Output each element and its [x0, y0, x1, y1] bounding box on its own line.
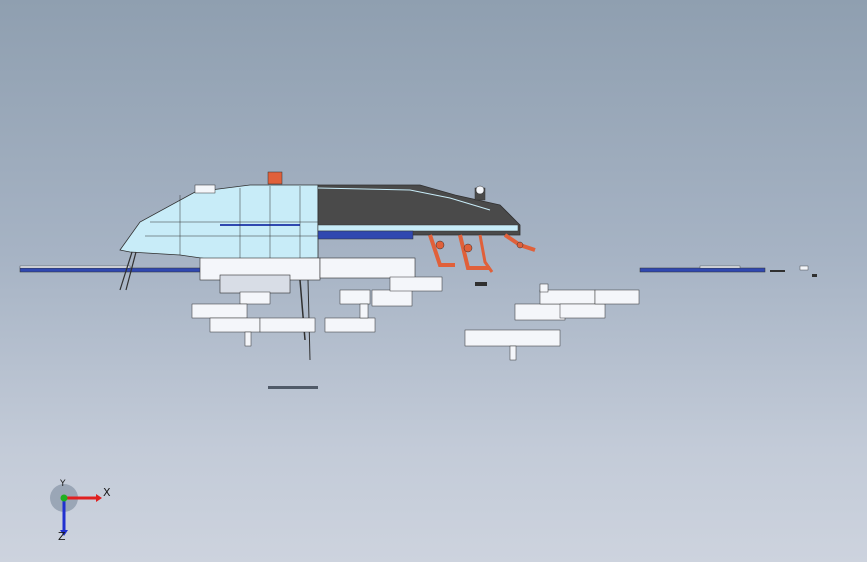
support-leg — [119, 251, 137, 291]
left-rail — [19, 265, 216, 273]
y-axis-label: Y — [60, 479, 66, 489]
cabin-body — [119, 171, 521, 261]
coordinate-triad — [50, 484, 102, 536]
z-axis-label: Z — [58, 530, 66, 543]
x-axis-label: X — [103, 486, 111, 499]
y-axis-icon — [60, 494, 68, 502]
undercarriage — [199, 257, 416, 361]
white-blocks — [191, 276, 640, 361]
detail-strip — [268, 386, 318, 389]
robot-arms — [428, 233, 536, 273]
right-rail — [639, 265, 817, 277]
